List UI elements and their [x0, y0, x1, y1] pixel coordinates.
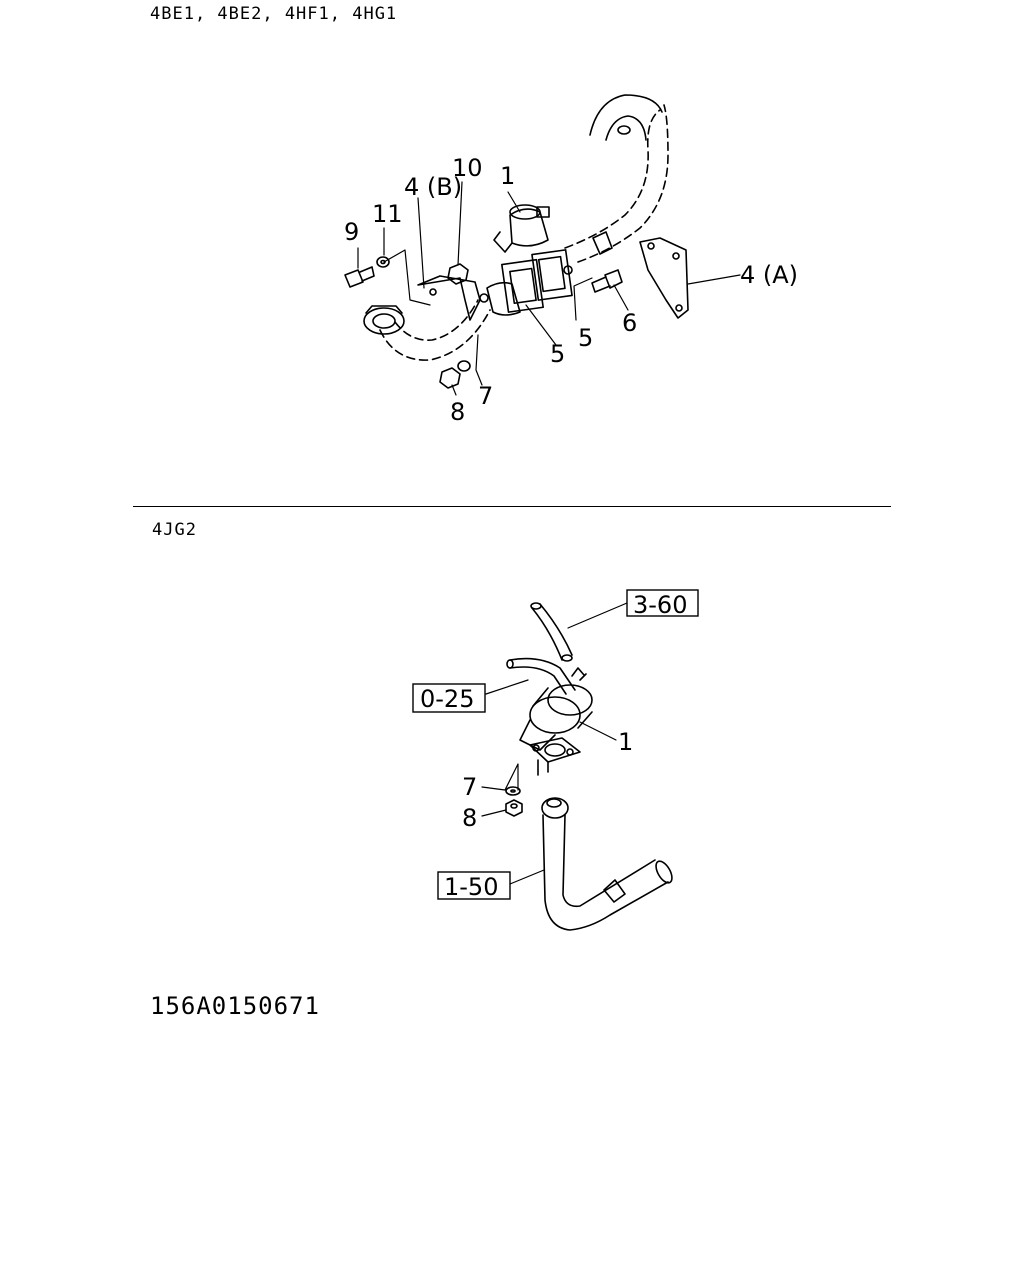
- reference-box-1-50: [437, 871, 511, 900]
- exhaust-pipe-bottom: [541, 797, 673, 931]
- callout-5-right: 5: [578, 324, 593, 352]
- callout-10: 10: [452, 154, 483, 182]
- document-id: 156A0150671: [150, 992, 320, 1020]
- exhaust-pipe-left: [379, 299, 491, 361]
- exhaust-brake-valve-bottom: [519, 667, 593, 776]
- nut-8-bottom: [505, 799, 523, 817]
- bolt-6: [591, 269, 623, 293]
- reference-1-50: 1-50: [444, 873, 498, 901]
- washer-7-bottom: [505, 786, 521, 796]
- exploded-diagram-bottom: 3-60 0-25 1-50 1 7 8: [412, 589, 699, 931]
- reference-3-60: 3-60: [633, 591, 687, 619]
- washer-11: [376, 256, 390, 268]
- reference-box-0-25: [412, 683, 486, 713]
- nut-8: [439, 367, 461, 389]
- callout-1-bottom: 1: [618, 728, 633, 756]
- exhaust-brake-valve: [493, 204, 550, 253]
- callout-9: 9: [344, 218, 359, 246]
- pipe-flange-left: [363, 307, 405, 335]
- callout-4a: 4 (A): [740, 261, 798, 289]
- pipe-joint-right: [592, 231, 613, 255]
- valve-housing: [486, 281, 521, 316]
- exploded-diagram-top: 1 10 4 (B) 11 9 4 (A) 6 5 5 7 8: [344, 94, 798, 426]
- callout-8: 8: [450, 398, 465, 426]
- header-engine-model-bottom: 4JG2: [152, 520, 197, 540]
- air-hose: [509, 657, 576, 695]
- exhaust-pipe-right: [564, 104, 669, 263]
- callout-8-bottom: 8: [462, 804, 477, 832]
- bracket-4a: [639, 237, 689, 319]
- callout-1: 1: [500, 162, 515, 190]
- gasket-plate-left: [501, 258, 544, 313]
- section-divider: [133, 506, 891, 507]
- pipe-bend-top: [589, 94, 663, 141]
- callout-5-left: 5: [550, 340, 565, 368]
- pipe-bend-hole: [617, 125, 631, 135]
- washer-7: [457, 360, 471, 372]
- leader-lines-bottom: [481, 602, 628, 885]
- reference-0-25: 0-25: [420, 685, 474, 713]
- callout-7: 7: [478, 382, 493, 410]
- leader-lines: [357, 181, 741, 396]
- bolt-9: [344, 266, 375, 288]
- callout-7-bottom: 7: [462, 773, 477, 801]
- nut-10: [447, 263, 469, 285]
- vacuum-hose: [531, 603, 573, 661]
- callout-6: 6: [622, 309, 637, 337]
- reference-box-3-60: [626, 589, 699, 617]
- gasket-plate-right: [531, 249, 573, 301]
- header-engine-models-top: 4BE1, 4BE2, 4HF1, 4HG1: [150, 4, 398, 24]
- callout-11: 11: [372, 200, 403, 228]
- callout-4b: 4 (B): [404, 173, 462, 201]
